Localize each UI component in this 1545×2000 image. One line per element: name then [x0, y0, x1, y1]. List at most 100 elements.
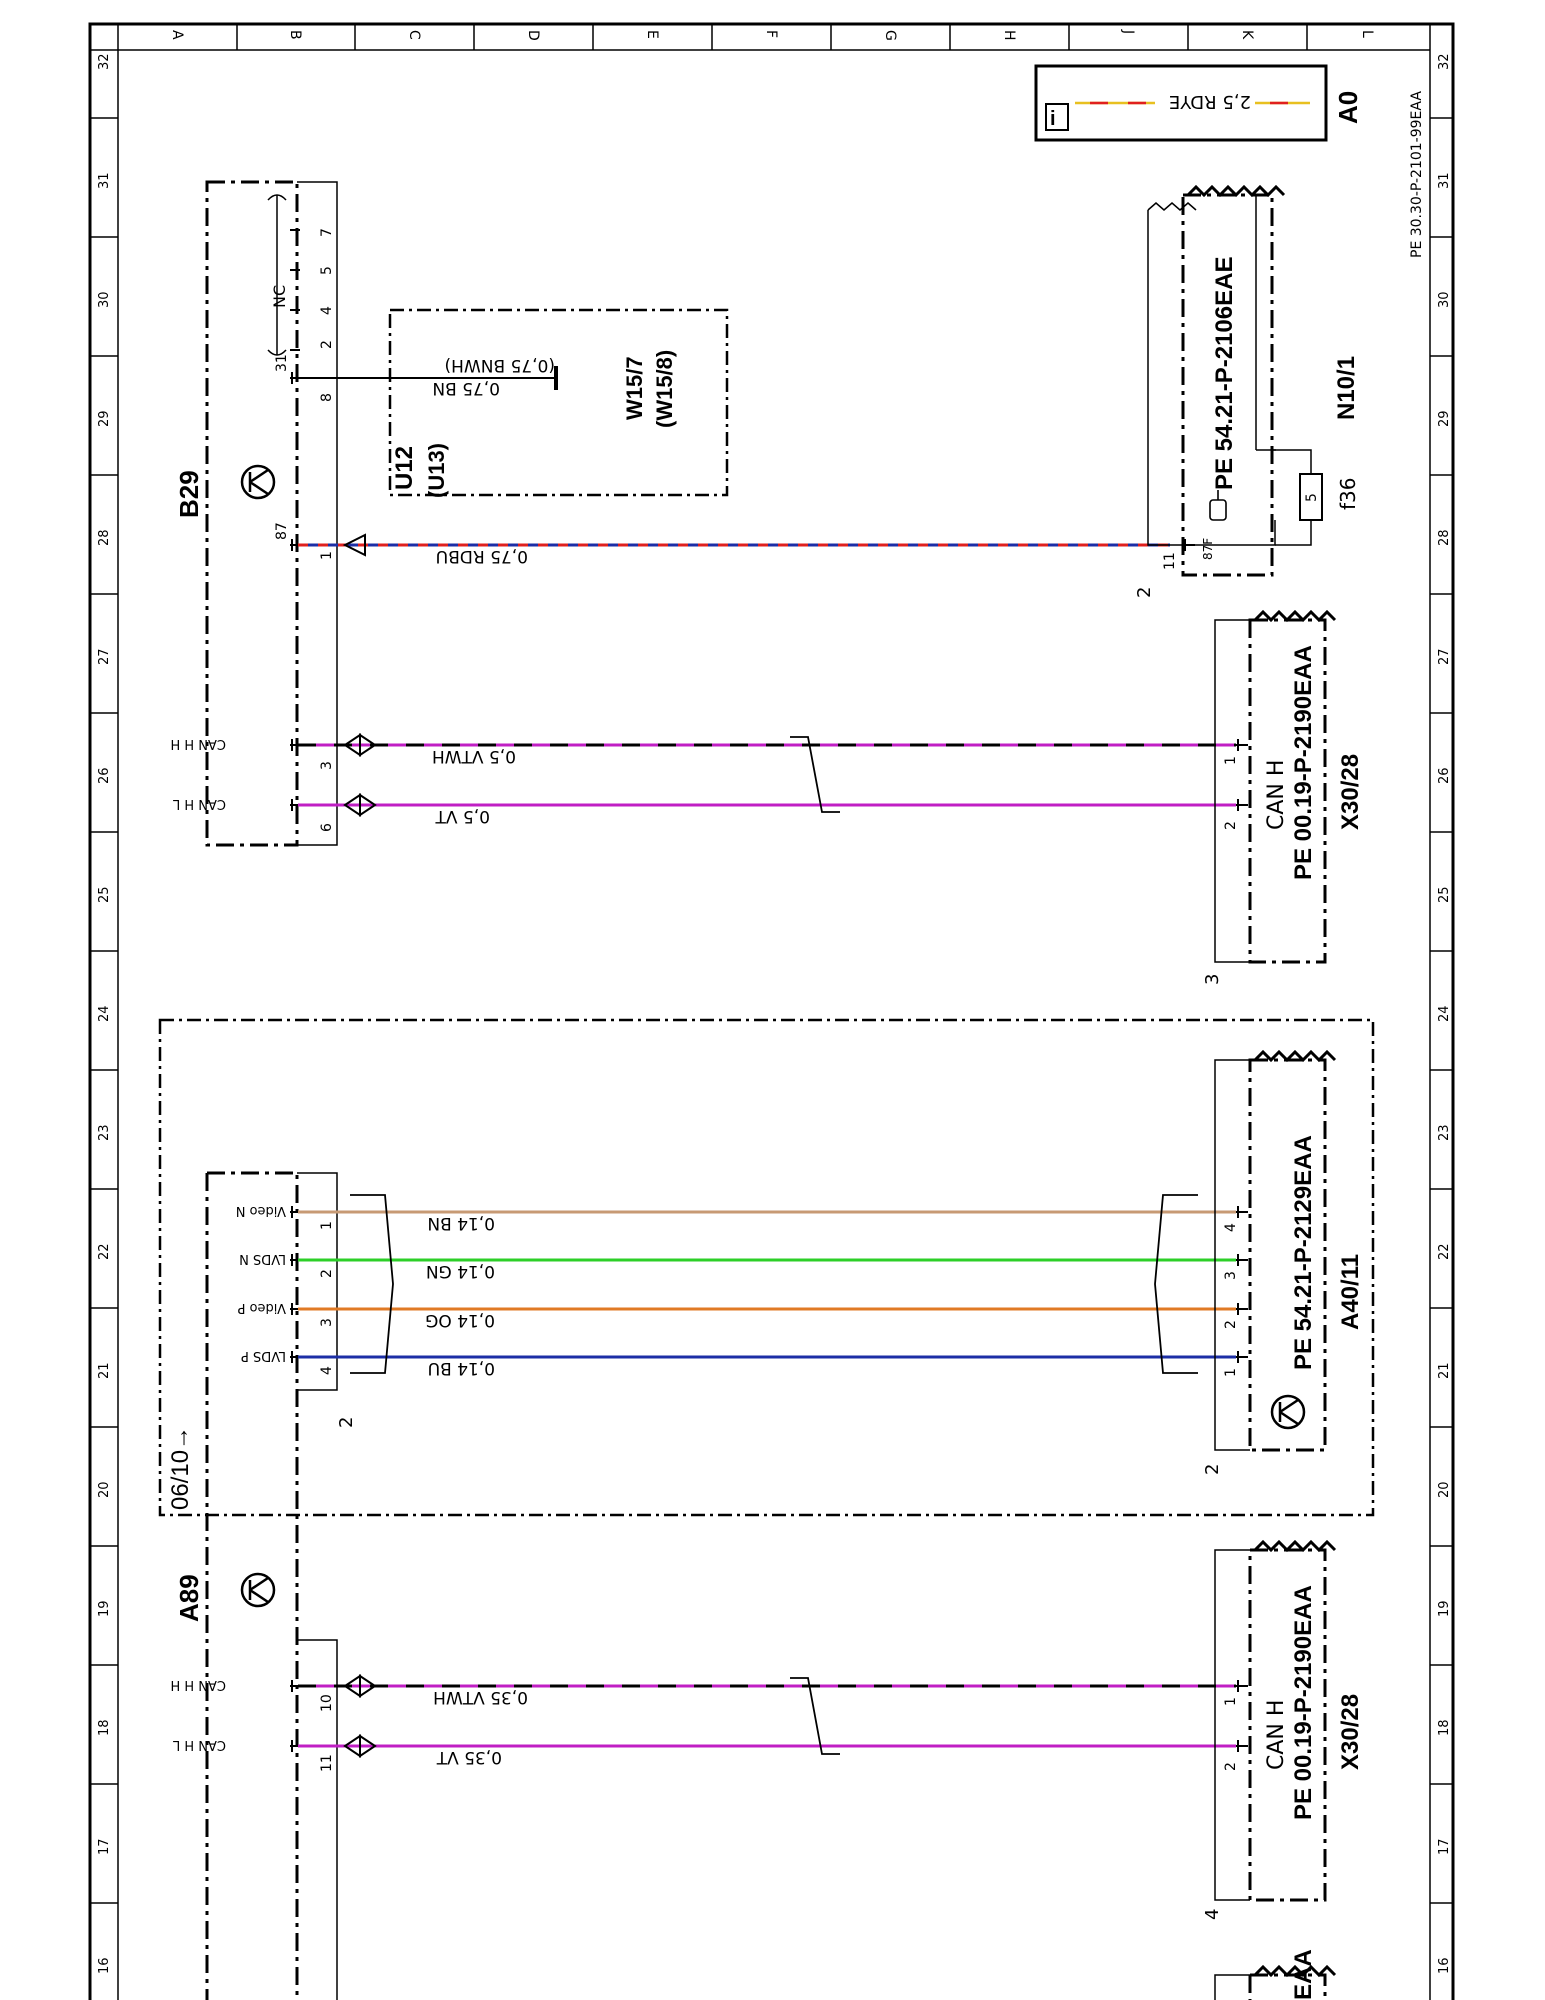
a89-label: A89 — [174, 1574, 204, 1622]
row-label: 28 — [97, 529, 112, 546]
x30-bottom-component: 1 2 CAN H PE 00.19-P-2190EAA X30/28 4 — [1202, 1539, 1364, 1920]
wire-label: 0,75 RDBU — [436, 546, 528, 566]
wire-count: 2 — [1134, 587, 1155, 598]
pin-31-number: 8 — [319, 393, 335, 402]
ground-label: W15/7 — [622, 356, 647, 420]
wire-label: 0,14 BU — [428, 1358, 495, 1378]
column-label: B — [287, 30, 303, 40]
pin-number: 2 — [1223, 821, 1239, 830]
transistor-symbol-icon — [240, 464, 276, 500]
n10-reference: PE 54.21-P-2106EAE — [1211, 257, 1238, 490]
partial-bottom-component: EAA — [1214, 1949, 1337, 2000]
row-label: 32 — [97, 53, 112, 70]
u12-label: U12 — [391, 446, 418, 490]
row-label: 21 — [1437, 1362, 1452, 1379]
column-label: G — [882, 30, 898, 41]
wire-label: 0,35 VT — [436, 1747, 502, 1767]
wire-label: 0,75 BN — [432, 378, 500, 398]
can-h-l-label: CAN H L — [172, 1737, 226, 1752]
x30-top-component: 1 2 CAN H PE 00.19-P-2190EAA X30/28 3 — [1202, 609, 1364, 985]
version-region — [158, 1018, 1375, 1517]
row-label: 32 — [1437, 53, 1452, 70]
row-label: 20 — [1437, 1481, 1452, 1498]
legend-wire-label: 2,5 RDYE — [1169, 91, 1251, 112]
can-h-h-number: 10 — [319, 1694, 335, 1712]
pin-number: 4 — [1223, 1223, 1239, 1232]
signal-label: CAN H — [1264, 1700, 1289, 1770]
a89-version: 06/10→ — [167, 1426, 194, 1510]
transistor-symbol-icon — [240, 1572, 276, 1608]
wire-count: 2 — [336, 1417, 357, 1428]
row-label: 23 — [1437, 1124, 1452, 1141]
column-label: L — [1359, 30, 1375, 38]
legend-box: i 2,5 RDYE — [1034, 64, 1328, 142]
row-label: 21 — [97, 1362, 112, 1379]
nc-bracket — [267, 194, 287, 356]
a40-component: 4 3 2 1 PE 54.21-P-2129EAA A40/11 2 — [1202, 1049, 1364, 1475]
row-label: 27 — [97, 648, 112, 665]
x30-reference: PE 00.19-P-2190EAA — [1290, 645, 1317, 880]
a89-component: 06/10→ A89 Video N LVDS N Video P LVDS P… — [167, 1171, 357, 2000]
pin-87f-label: 87F — [1201, 538, 1215, 560]
wire-count: 2 — [1202, 1464, 1223, 1475]
n10-label: N10/1 — [1333, 356, 1360, 420]
twisted-pair-bracket — [1154, 1194, 1198, 1374]
row-label: 16 — [97, 1957, 112, 1974]
column-label: H — [1001, 30, 1017, 41]
row-label: 22 — [97, 1243, 112, 1260]
pin-87-label: 87 — [274, 522, 290, 540]
wire-count: 4 — [1202, 1909, 1223, 1920]
n10-component: 11 87F 2 PE 54.21-P-2106EAE 5 f36 N10/1 — [1134, 184, 1360, 598]
twisted-pair-bracket — [350, 1194, 394, 1374]
b29-component: B29 NC 2 4 5 7 31 8 87 1 CAN H H 3 CAN H… — [170, 180, 338, 847]
a40-label: A40/11 — [1337, 1254, 1364, 1330]
row-label: 20 — [97, 1481, 112, 1498]
row-label: 26 — [97, 767, 112, 784]
row-label: 27 — [1437, 648, 1452, 665]
row-label: 29 — [97, 410, 112, 427]
transistor-symbol-icon — [1270, 1394, 1306, 1430]
pin-number: 3 — [319, 1318, 335, 1327]
row-label: 18 — [1437, 1719, 1452, 1736]
signal-label: CAN H — [1264, 760, 1289, 830]
sheet-frame — [88, 22, 1455, 2000]
u13-label: (U13) — [424, 443, 449, 498]
row-label: 31 — [97, 172, 112, 189]
wire-87: 0,75 RDBU — [298, 533, 1170, 566]
pin-87-number: 1 — [319, 551, 335, 560]
row-label: 22 — [1437, 1243, 1452, 1260]
wire-label: 0,14 GN — [426, 1261, 495, 1281]
x30-label: X30/28 — [1337, 1694, 1364, 1770]
row-label: 25 — [1437, 886, 1452, 903]
lvds-n-label: LVDS N — [239, 1251, 286, 1266]
nc-pin: 4 — [319, 306, 335, 315]
pin-number: 11 — [1162, 552, 1178, 570]
row-label: 30 — [97, 291, 112, 308]
row-label: 16 — [1437, 1957, 1452, 1974]
partial-reference: EAA — [1290, 1949, 1317, 2000]
row-grid-ticks — [90, 117, 1453, 1904]
fuse-number: 5 — [1304, 493, 1320, 502]
column-grid-ticks — [236, 24, 1308, 50]
row-label: 29 — [1437, 410, 1452, 427]
column-label: C — [406, 30, 422, 40]
can-h-h-label: CAN H H — [170, 1677, 226, 1692]
page-code: A0 — [1333, 91, 1363, 124]
can-wires-top: 0,5 VTWH 0,5 VT — [298, 733, 1236, 826]
pin-number: 1 — [319, 1221, 335, 1230]
ground-alt-label: (W15/8) — [652, 350, 677, 428]
fuse-name: f36 — [1336, 478, 1360, 511]
column-label: K — [1239, 30, 1255, 40]
pin-number: 2 — [319, 1269, 335, 1278]
row-label: 18 — [97, 1719, 112, 1736]
wire-label: 0,5 VTWH — [432, 746, 516, 766]
row-label: 19 — [97, 1600, 112, 1617]
can-h-l-number: 11 — [319, 1754, 335, 1772]
row-label: 24 — [1437, 1005, 1452, 1022]
pin-31-label: 31 — [274, 354, 290, 372]
row-label: 24 — [97, 1005, 112, 1022]
x30-label: X30/28 — [1337, 754, 1364, 830]
x30-reference: PE 00.19-P-2190EAA — [1290, 1585, 1317, 1820]
wire-label: 0,5 VT — [435, 806, 490, 826]
